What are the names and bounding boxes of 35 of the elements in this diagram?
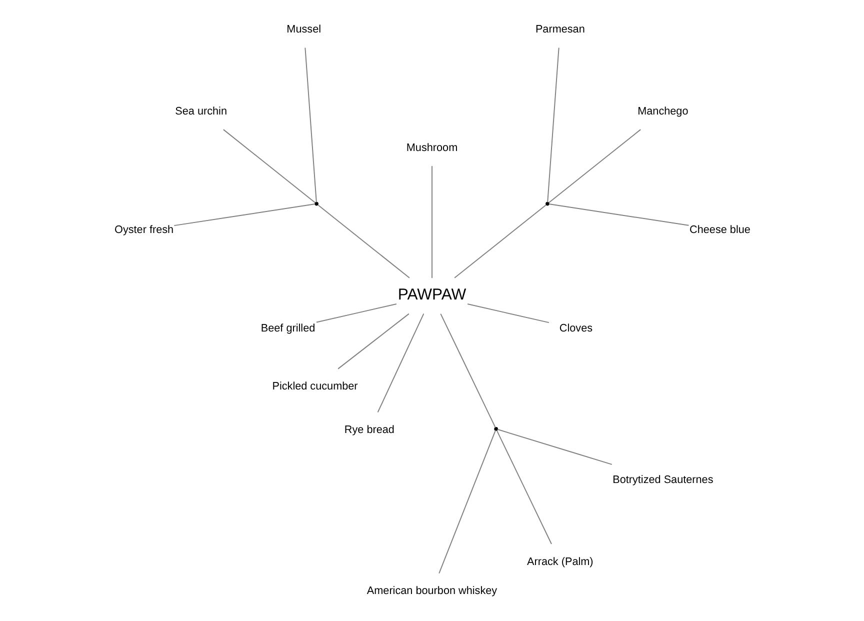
- connector: [548, 204, 689, 226]
- connector: [315, 304, 396, 323]
- connector: [438, 430, 496, 574]
- node-text: Rye bread: [344, 424, 394, 436]
- connector: [376, 313, 424, 413]
- node-point: [545, 202, 549, 206]
- connector: [173, 204, 316, 226]
- connector: [548, 129, 641, 204]
- node-text: Manchego: [637, 105, 688, 118]
- node-text: Pickled cucumber: [272, 380, 358, 392]
- connector: [337, 313, 409, 370]
- node-text: Beef grilled: [260, 322, 315, 334]
- connector: [431, 166, 432, 279]
- node-text: Oyster fresh: [114, 224, 174, 236]
- node-text: PAWPAW: [397, 286, 466, 304]
- connector: [317, 204, 410, 278]
- connector: [222, 129, 316, 204]
- node-text: Sea urchin: [174, 105, 226, 118]
- node-text: American bourbon whiskey: [366, 585, 497, 598]
- node-text: Botrytized Sauternes: [612, 474, 713, 486]
- connector: [496, 430, 552, 544]
- connector: [496, 428, 612, 465]
- node-text: Mussel: [286, 24, 321, 36]
- connector: [546, 47, 559, 203]
- node-text: Mushroom: [406, 142, 458, 154]
- node-text: Cheese blue: [689, 224, 750, 236]
- node-point: [494, 427, 498, 431]
- node-point: [314, 202, 318, 206]
- connector: [466, 304, 549, 324]
- connector: [440, 313, 496, 428]
- node-text: Parmesan: [534, 24, 584, 36]
- connector: [454, 204, 546, 278]
- connector: [304, 47, 316, 203]
- node-text: Cloves: [558, 322, 592, 334]
- node-text: Arrack (Palm): [526, 556, 593, 568]
